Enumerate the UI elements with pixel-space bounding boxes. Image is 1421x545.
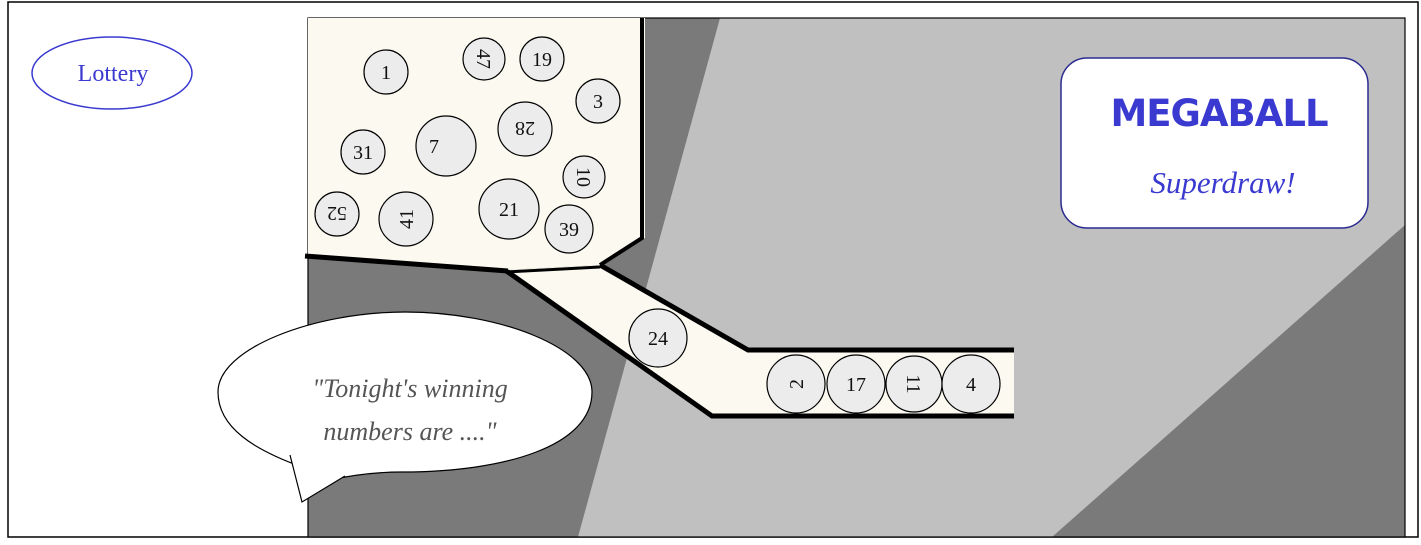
superdraw-text: Superdraw! <box>1150 165 1295 200</box>
ball: 3 <box>575 78 621 124</box>
ball: 52 <box>314 191 360 237</box>
ball-number: 1 <box>381 62 391 84</box>
chute-edge-upper <box>598 262 1014 353</box>
hopper-balls: 1 47 19 3 28 7 <box>314 36 621 254</box>
speech-bubble-body <box>217 311 593 481</box>
ball-number: 11 <box>902 374 924 393</box>
megaball-sign: MEGABALL Superdraw! <box>1060 57 1369 229</box>
lottery-badge-ellipse <box>31 36 193 110</box>
ball-number: 47 <box>472 49 494 69</box>
hopper-right-wall <box>598 18 644 267</box>
winning-ball: 2 <box>766 354 826 414</box>
winning-ball: 11 <box>885 355 943 413</box>
ball: 7 <box>415 115 477 177</box>
megaball-title: MEGABALL <box>1110 92 1328 135</box>
lottery-badge: Lottery <box>31 36 193 110</box>
wall-dark-right <box>1052 225 1405 537</box>
ball-number: 31 <box>353 142 373 164</box>
chute-ball: 24 <box>628 308 688 368</box>
ball: 21 <box>478 178 540 240</box>
ball-number: 39 <box>559 219 579 241</box>
speech-line-1: "Tonight's winning <box>312 374 507 403</box>
winning-ball: 4 <box>941 354 1001 414</box>
lottery-label: Lottery <box>78 61 149 87</box>
ball-number: 17 <box>846 374 866 396</box>
ball-number: 10 <box>572 167 594 187</box>
ball-number: 2 <box>786 379 808 389</box>
megaball-sign-box <box>1060 57 1369 229</box>
chute-edge-lower <box>503 267 1014 419</box>
ball-number: 24 <box>648 328 668 350</box>
ball: 1 <box>363 49 409 95</box>
wall-border <box>307 17 1406 538</box>
ball: 10 <box>562 155 606 199</box>
winning-balls: 2 17 11 4 <box>766 354 1001 414</box>
ball-number: 4 <box>966 374 976 396</box>
ball-number: 7 <box>429 136 439 158</box>
hopper-floor <box>304 253 509 274</box>
ball-number: 52 <box>327 202 347 224</box>
ball-number: 19 <box>532 49 552 71</box>
ball: 47 <box>462 37 506 81</box>
winning-ball: 17 <box>826 354 886 414</box>
ball: 31 <box>340 129 386 175</box>
ball-number: 21 <box>499 199 519 221</box>
speech-bubble: "Tonight's winning numbers are ...." <box>217 311 593 503</box>
ball: 19 <box>519 36 565 82</box>
ball: 41 <box>378 191 434 247</box>
hopper-outlet <box>504 265 601 274</box>
speech-bubble-tail-mask <box>298 460 342 474</box>
ball-number: 28 <box>515 117 535 139</box>
ball-number: 3 <box>593 91 603 113</box>
ball: 39 <box>544 204 594 254</box>
ball-number: 41 <box>396 209 418 229</box>
ball: 28 <box>497 101 553 157</box>
speech-line-2: numbers are ...." <box>323 417 496 446</box>
